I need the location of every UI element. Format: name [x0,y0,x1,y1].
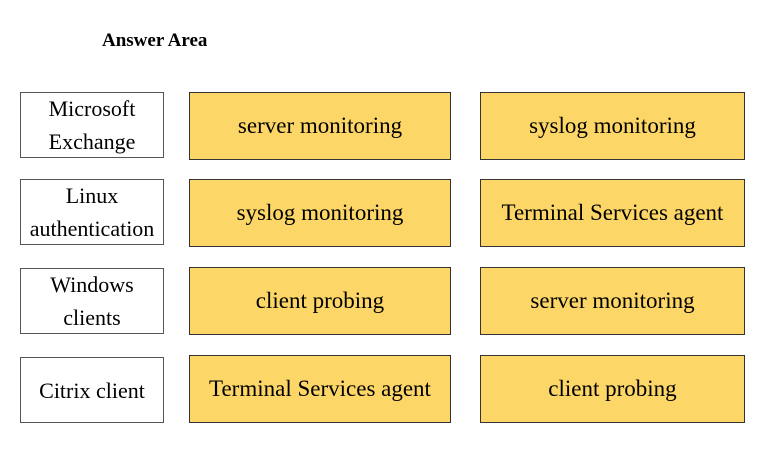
option-syslog-monitoring[interactable]: syslog monitoring [189,179,451,247]
option-syslog-monitoring[interactable]: syslog monitoring [480,92,745,160]
option-client-probing[interactable]: client probing [189,267,451,335]
answer-row-microsoft-exchange: Microsoft Exchange server monitoring sys… [0,92,773,164]
option-server-monitoring[interactable]: server monitoring [480,267,745,335]
option-server-monitoring[interactable]: server monitoring [189,92,451,160]
row-label-windows-clients: Windows clients [20,268,164,334]
option-terminal-services-agent[interactable]: Terminal Services agent [189,355,451,423]
answer-row-windows-clients: Windows clients client probing server mo… [0,267,773,339]
row-label-citrix-client: Citrix client [20,357,164,423]
option-terminal-services-agent[interactable]: Terminal Services agent [480,179,745,247]
answer-area-title: Answer Area [102,30,208,51]
answer-row-linux-authentication: Linux authentication syslog monitoring T… [0,179,773,251]
row-label-linux-authentication: Linux authentication [20,179,164,245]
option-client-probing[interactable]: client probing [480,355,745,423]
row-label-microsoft-exchange: Microsoft Exchange [20,92,164,158]
answer-row-citrix-client: Citrix client Terminal Services agent cl… [0,355,773,427]
